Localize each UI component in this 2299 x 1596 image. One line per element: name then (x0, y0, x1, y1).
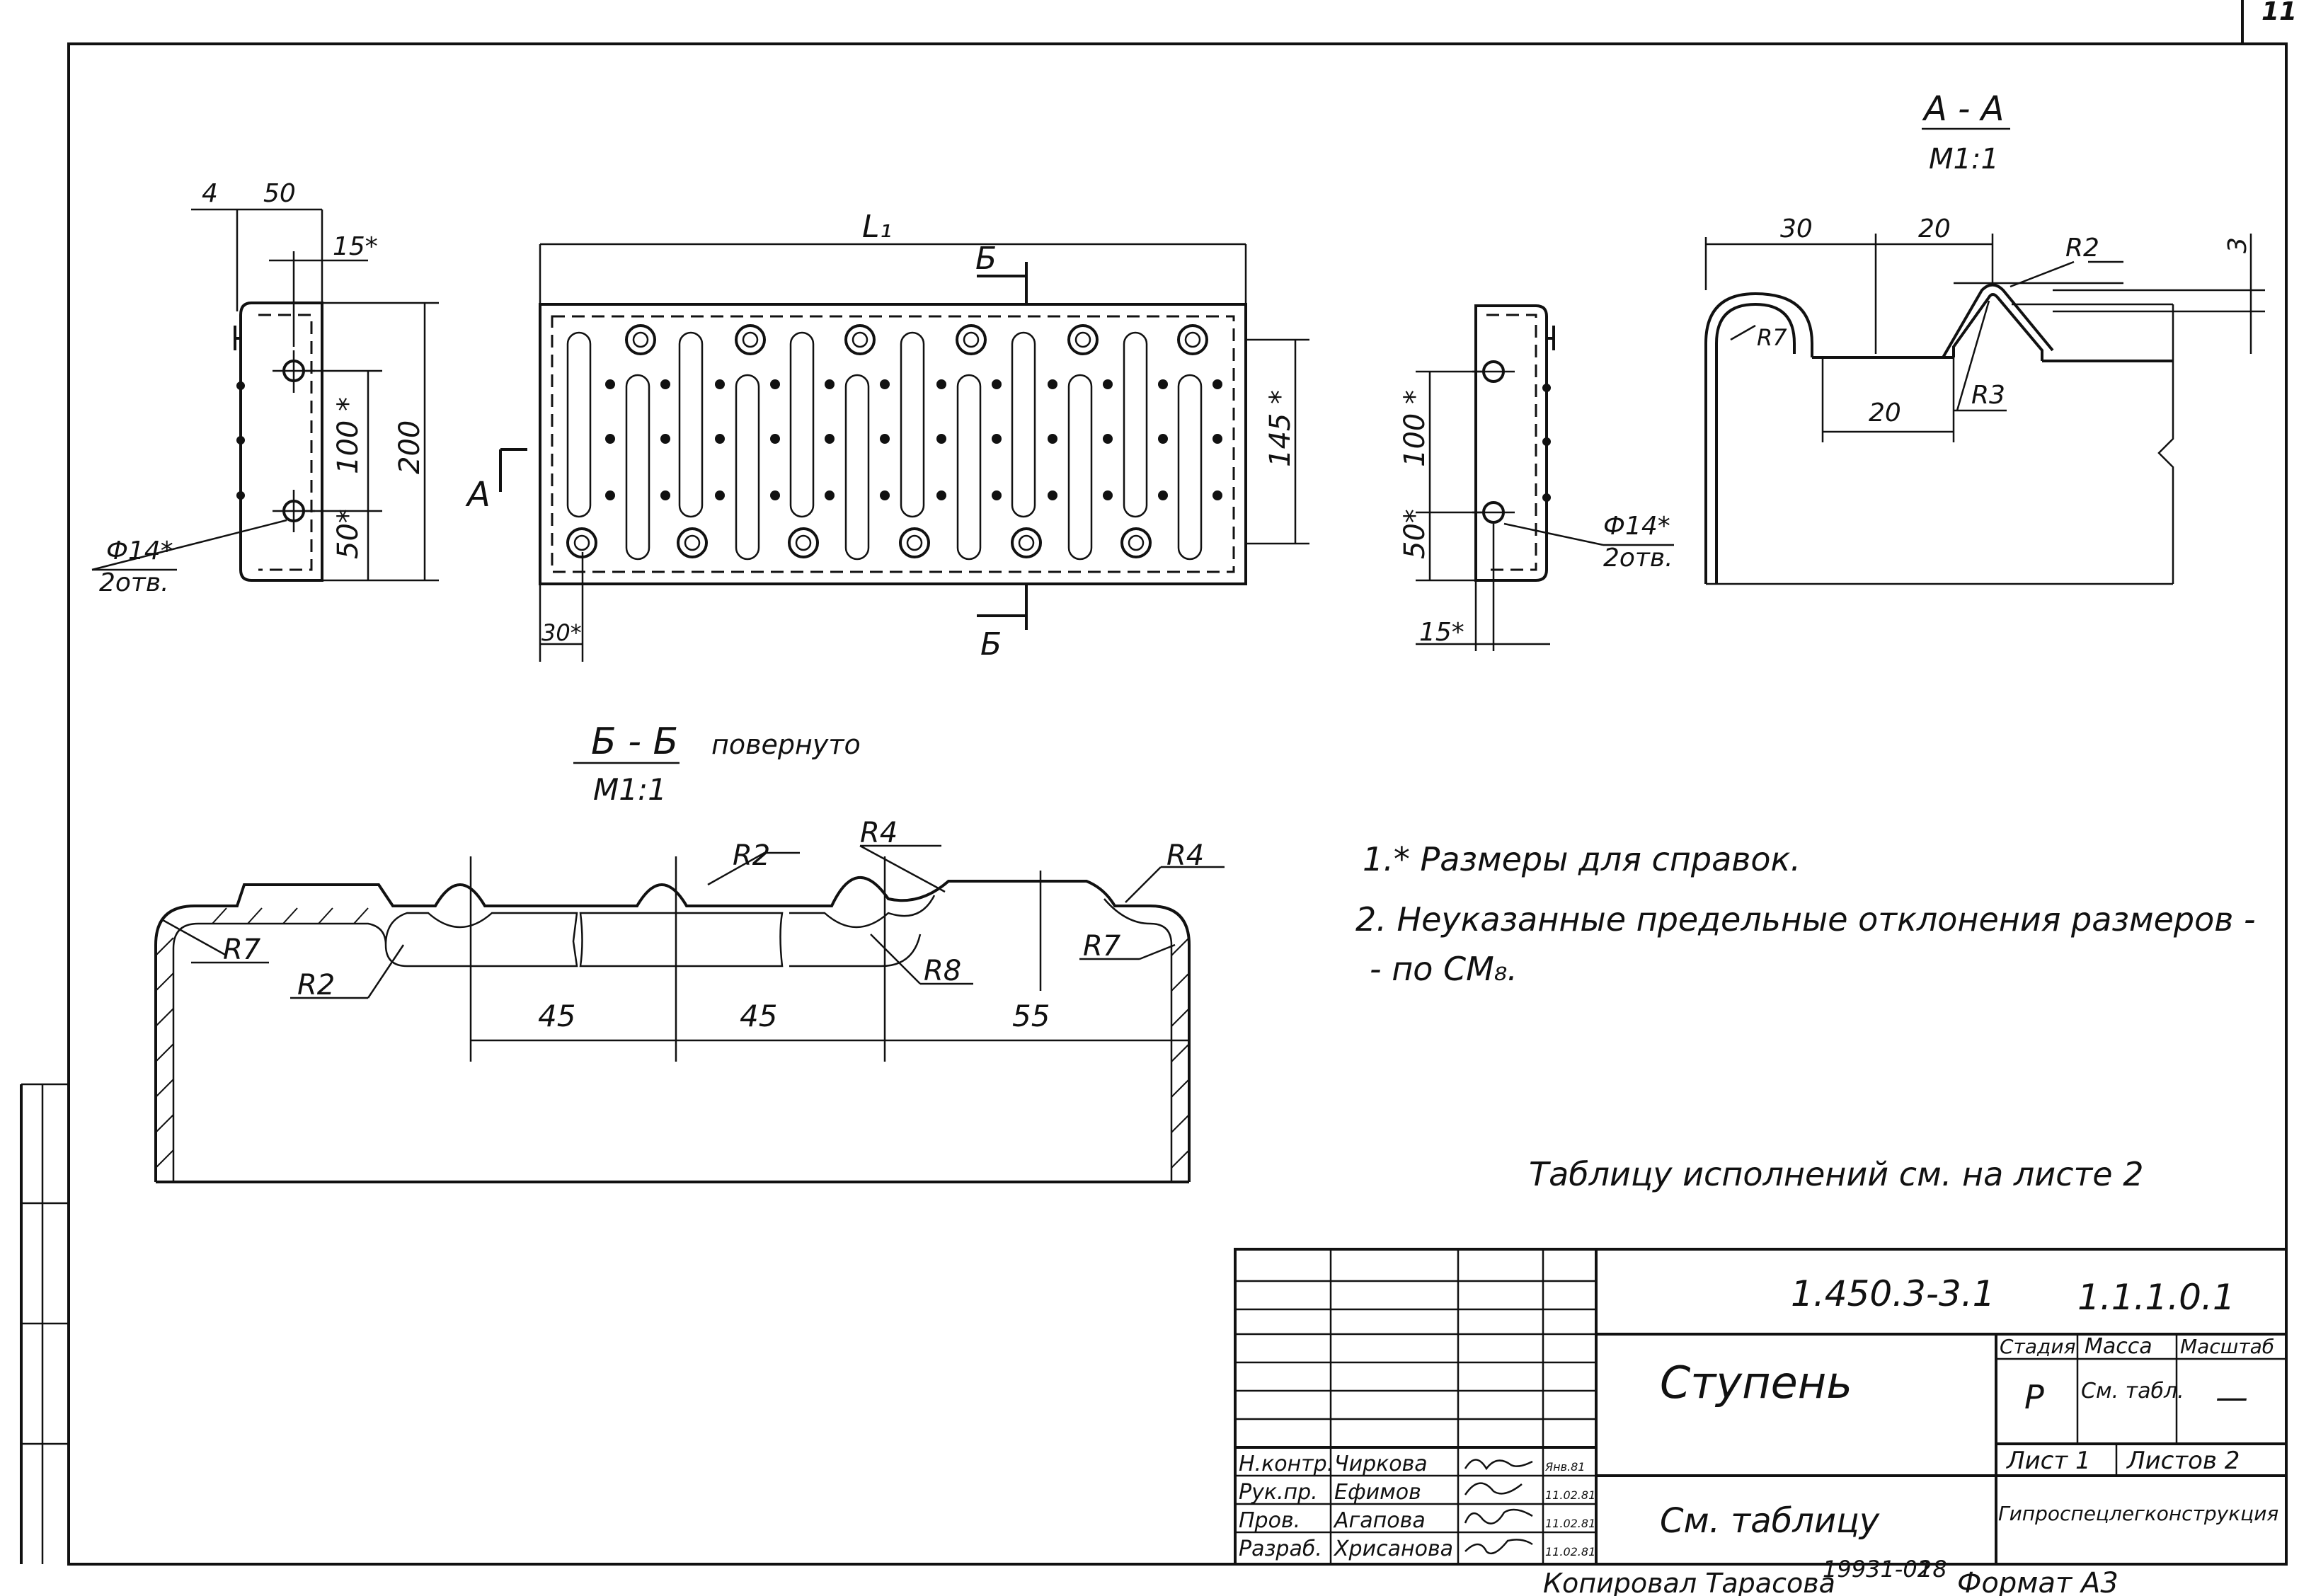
scale-value: — (2215, 1378, 2248, 1416)
footer-copied: Копировал Тарасова (1543, 1568, 1835, 1596)
note-1: 1.* Размеры для справок. (1363, 840, 1801, 878)
section-bb-note: повернуто (711, 729, 861, 760)
dim-top-145: 145 * (1264, 390, 1297, 467)
dim-left-100: 100 * (332, 397, 365, 474)
top-holes (566, 324, 1208, 558)
stage-value: Р (2024, 1378, 2044, 1416)
dim-right-15: 15* (1419, 618, 1464, 647)
dim-left-50b: 50* (332, 509, 365, 559)
role-4-date: 11.02.81 (1545, 1545, 1595, 1558)
dim-aa-20b: 20 (1869, 398, 1901, 427)
section-bb-title: Б - Б (591, 721, 678, 763)
title-block (1234, 1248, 2288, 1566)
sheet-frame (20, 0, 2288, 1566)
organization: Гипроспецлегконструкция (1998, 1502, 2278, 1525)
dim-right-50: 50* (1399, 509, 1431, 559)
dim-bb-45a: 45 (538, 999, 575, 1033)
side-view-left (91, 208, 439, 582)
radius-bb-r7-right: R7 (1083, 930, 1121, 963)
signatures (1464, 1459, 1533, 1555)
dim-top-30: 30* (541, 619, 582, 646)
hole-note-right-1: Ф14* (1603, 512, 1670, 541)
section-bb-hatch (155, 907, 1190, 1169)
sheet-number: 11 (2261, 0, 2297, 26)
designation: 1.450.3-3.1 (1791, 1273, 1995, 1314)
role-3-date: 11.02.81 (1545, 1517, 1595, 1530)
dim-aa-3: 3 (2223, 237, 2252, 253)
radius-bb-r4-mid: R4 (860, 817, 898, 849)
hole-note-left-2: 2отв. (99, 568, 169, 597)
footer-code: 19931-02 (1823, 1556, 1932, 1583)
dim-left-15: 15* (333, 232, 378, 261)
section-aa-title: А - А (1922, 89, 2005, 129)
role-1-date: Янв.81 (1544, 1460, 1585, 1474)
role-1: Н.контр. (1239, 1452, 1334, 1476)
radius-bb-r4-right: R4 (1166, 839, 1204, 872)
role-3-name: Агапова (1333, 1508, 1426, 1533)
radius-bb-r2-left: R2 (297, 969, 335, 1001)
table-reference: Таблицу исполнений см. на листе 2 (1529, 1155, 2143, 1193)
dim-aa-r2: R2 (2065, 234, 2099, 263)
part-name: Ступень (1660, 1357, 1852, 1408)
role-3: Пров. (1239, 1508, 1300, 1533)
side-view-right (1416, 304, 1674, 651)
sheet-label: Лист 1 (2005, 1447, 2091, 1475)
section-mark-bottom: Б (980, 626, 1002, 662)
footer-num: 18 (1918, 1556, 1947, 1583)
sheet-code: 1.1.1.0.1 (2077, 1277, 2235, 1318)
dim-aa-30: 30 (1780, 214, 1813, 243)
dim-bb-55: 55 (1012, 999, 1050, 1033)
top-slots (566, 331, 1203, 561)
stage-header: Стадия (2000, 1335, 2075, 1358)
role-1-name: Чиркова (1334, 1452, 1428, 1476)
dim-aa-r7: R7 (1757, 324, 1787, 351)
hole-note-right-2: 2отв. (1603, 544, 1673, 573)
note-2: 2. Неуказанные предельные отклонения раз… (1355, 900, 2256, 938)
dim-right-100: 100 * (1399, 390, 1431, 467)
dim-left-4: 4 (202, 179, 218, 208)
mass-value: См. табл. (2081, 1379, 2184, 1403)
section-aa (1704, 127, 2265, 585)
note-3: - по СМ₈. (1370, 950, 1518, 988)
dim-aa-20: 20 (1918, 214, 1951, 243)
role-2: Рук.пр. (1239, 1480, 1318, 1505)
mass-header: Масса (2085, 1334, 2152, 1359)
dim-left-50: 50 (263, 179, 296, 208)
dim-bb-45b: 45 (740, 999, 777, 1033)
material: См. таблицу (1660, 1501, 1880, 1541)
footer-format: Формат А3 (1957, 1567, 2119, 1596)
role-2-name: Ефимов (1334, 1480, 1421, 1505)
section-bb-scale: М1:1 (593, 772, 667, 807)
dim-length-l1: L₁ (862, 209, 892, 245)
radius-bb-r8: R8 (924, 955, 961, 987)
view-mark-a: А (465, 475, 491, 515)
section-mark-top: Б (975, 241, 997, 277)
role-2-date: 11.02.81 (1545, 1488, 1595, 1502)
top-dimples (605, 379, 1222, 500)
sheets-label: Листов 2 (2126, 1447, 2240, 1475)
role-4-name: Хрисанова (1333, 1537, 1453, 1561)
radius-bb-r2-top: R2 (733, 839, 770, 872)
dim-aa-r3: R3 (1971, 381, 2005, 410)
section-bb (154, 762, 1225, 1183)
section-aa-scale: М1:1 (1929, 143, 1999, 176)
top-view (499, 243, 1309, 662)
radius-bb-r7-left: R7 (223, 934, 261, 966)
dim-left-200: 200 (394, 420, 426, 474)
scale-header: Масштаб (2180, 1335, 2274, 1358)
hole-note-left-1: Ф14* (106, 536, 173, 566)
role-4: Разраб. (1239, 1537, 1322, 1561)
